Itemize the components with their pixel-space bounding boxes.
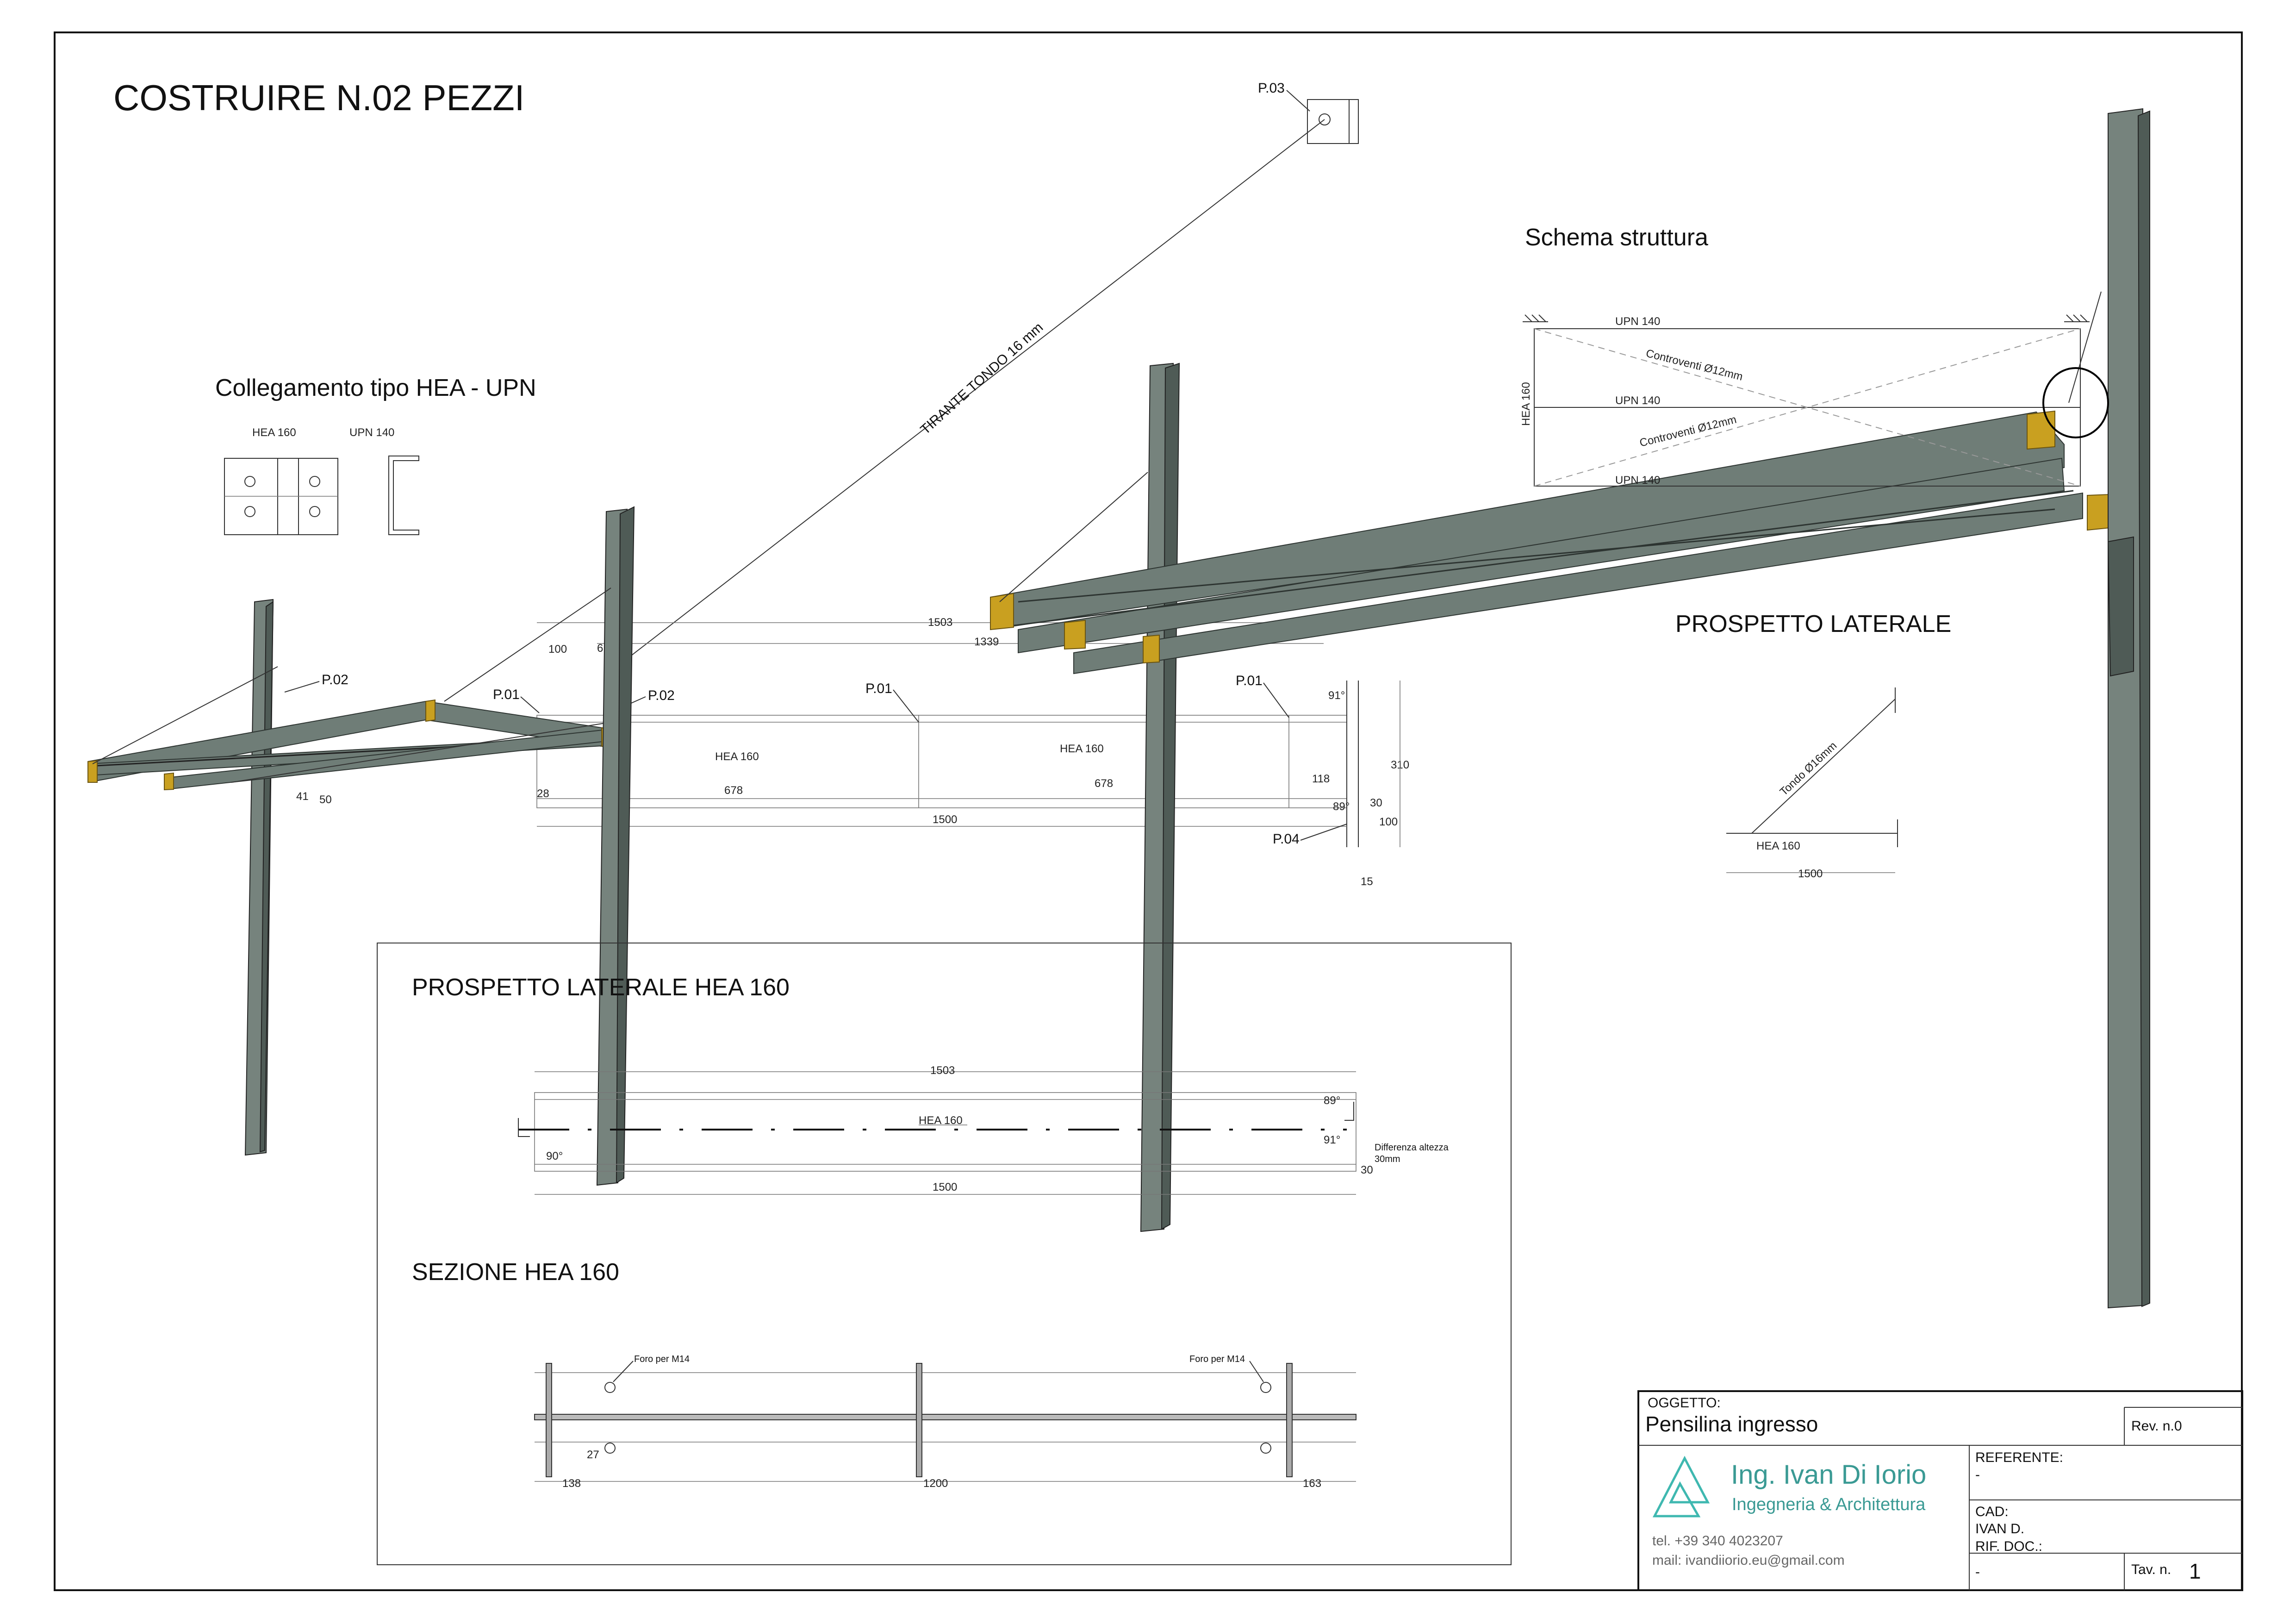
connection-upn-label: UPN 140 [349, 426, 394, 439]
svg-text:P.01: P.01 [865, 681, 892, 696]
rev-label: Rev. n.0 [2131, 1418, 2182, 1434]
svg-text:30: 30 [1370, 797, 1382, 809]
svg-text:30mm: 30mm [1375, 1154, 1400, 1164]
svg-text:HEA 160: HEA 160 [1060, 743, 1104, 755]
company-logo-icon [1652, 1455, 1710, 1518]
sheet-border [54, 31, 2243, 1591]
connection-detail: Collegamento tipo HEA - UPN HEA 160 UPN … [215, 375, 536, 535]
svg-text:89°: 89° [1324, 1094, 1340, 1107]
svg-text:89°: 89° [1333, 800, 1350, 813]
svg-text:41: 41 [296, 790, 309, 803]
side-elevation-dims: 1503 1339 100 6 HEA 160 HEA 160 28 678 6… [493, 616, 1409, 888]
svg-text:HEA 160: HEA 160 [1520, 382, 1532, 426]
svg-text:28: 28 [537, 787, 549, 800]
svg-text:1200: 1200 [923, 1477, 948, 1490]
svg-text:1503: 1503 [928, 616, 952, 629]
cad-value: IVAN D. [1975, 1521, 2024, 1537]
page-title: COSTRUIRE N.02 PEZZI [113, 77, 524, 118]
company-mail: mail: ivandiiorio.eu@gmail.com [1652, 1553, 1845, 1568]
rif-label: RIF. DOC.: [1975, 1539, 2042, 1554]
svg-text:50: 50 [319, 793, 332, 806]
referente-label: REFERENTE: [1975, 1450, 2063, 1465]
tav-value: 1 [2189, 1559, 2201, 1583]
svg-text:163: 163 [1303, 1477, 1321, 1490]
company-name: Ing. Ivan Di Iorio [1731, 1460, 1926, 1490]
detail-box [377, 943, 1512, 1565]
svg-text:91°: 91° [1324, 1134, 1340, 1146]
p03-label: P.03 [1258, 81, 1285, 96]
connection-hea-label: HEA 160 [252, 426, 296, 439]
svg-text:15: 15 [1361, 875, 1373, 888]
svg-text:UPN 140: UPN 140 [1615, 474, 1660, 487]
svg-text:138: 138 [562, 1477, 581, 1490]
svg-text:P.01: P.01 [493, 687, 520, 702]
svg-text:27: 27 [587, 1449, 599, 1461]
svg-text:30: 30 [1361, 1164, 1373, 1176]
svg-text:1339: 1339 [974, 636, 999, 648]
hea-section: SEZIONE HEA 160 Foro per M14 Foro per M1… [412, 1259, 1356, 1490]
svg-text:6: 6 [597, 642, 603, 655]
svg-text:P.02: P.02 [648, 688, 675, 703]
rif-value: - [1975, 1564, 1980, 1580]
hea-elevation: PROSPETTO LATERALE HEA 160 1503 HEA 160 … [412, 974, 1449, 1195]
company-tel: tel. +39 340 4023207 [1652, 1533, 1783, 1549]
svg-text:1500: 1500 [933, 813, 957, 826]
hea-section-title: SEZIONE HEA 160 [412, 1259, 619, 1286]
p03-anchor: P.03 [1258, 81, 1359, 144]
oggetto-value: Pensilina ingresso [1645, 1412, 1818, 1436]
svg-text:1503: 1503 [930, 1064, 955, 1077]
svg-text:100: 100 [548, 643, 567, 656]
svg-text:Foro per M14: Foro per M14 [1189, 1354, 1245, 1364]
oggetto-label: OGGETTO: [1648, 1395, 1721, 1411]
tie-rod-line [610, 119, 1325, 672]
cad-label: CAD: [1975, 1504, 2009, 1519]
svg-text:P.02: P.02 [322, 672, 348, 687]
svg-text:118: 118 [1312, 773, 1330, 785]
svg-text:1500: 1500 [1798, 868, 1823, 880]
side-view-title: PROSPETTO LATERALE [1675, 611, 1951, 637]
company-sub: Ingegneria & Architettura [1732, 1495, 1926, 1514]
svg-text:90°: 90° [546, 1150, 563, 1162]
tav-label: Tav. n. [2131, 1562, 2171, 1577]
svg-text:Tondo Ø16mm: Tondo Ø16mm [1778, 739, 1840, 798]
svg-text:678: 678 [724, 784, 743, 797]
svg-text:HEA 160: HEA 160 [1756, 840, 1800, 852]
hea-elevation-title: PROSPETTO LATERALE HEA 160 [412, 974, 790, 1001]
svg-text:Foro per M14: Foro per M14 [634, 1354, 690, 1364]
svg-text:1500: 1500 [933, 1181, 957, 1193]
model-left-frame: P.02 41 50 [87, 599, 611, 1156]
side-view-small: PROSPETTO LATERALE Tondo Ø16mm HEA 160 1… [1675, 611, 1951, 880]
referente-value: - [1975, 1467, 1980, 1482]
svg-text:HEA 160: HEA 160 [715, 750, 759, 763]
svg-text:678: 678 [1095, 777, 1113, 790]
svg-text:UPN 140: UPN 140 [1615, 394, 1660, 407]
connection-title: Collegamento tipo HEA - UPN [215, 375, 536, 401]
svg-text:P.04: P.04 [1273, 831, 1300, 847]
model-tall-post [2068, 108, 2150, 1309]
svg-text:Controventi Ø12mm: Controventi Ø12mm [1645, 347, 1744, 383]
svg-text:Controventi Ø12mm: Controventi Ø12mm [1638, 413, 1738, 450]
svg-text:P.01: P.01 [1236, 673, 1263, 688]
svg-text:100: 100 [1379, 816, 1398, 828]
svg-text:UPN 140: UPN 140 [1615, 315, 1660, 328]
structure-scheme: Schema struttura UPN 140 UPN 140 UPN 140… [1520, 224, 2109, 487]
scheme-title: Schema struttura [1525, 224, 1708, 251]
model-right-frame [990, 362, 2111, 1232]
svg-text:91°: 91° [1328, 689, 1345, 702]
model-middle-post [444, 506, 635, 1186]
svg-text:Differenza altezza: Differenza altezza [1375, 1143, 1449, 1153]
title-block: OGGETTO: Pensilina ingresso Rev. n.0 Ing… [1637, 1390, 2243, 1591]
tie-rod-label: TIRANTE TONDO 16 mm [918, 320, 1046, 438]
